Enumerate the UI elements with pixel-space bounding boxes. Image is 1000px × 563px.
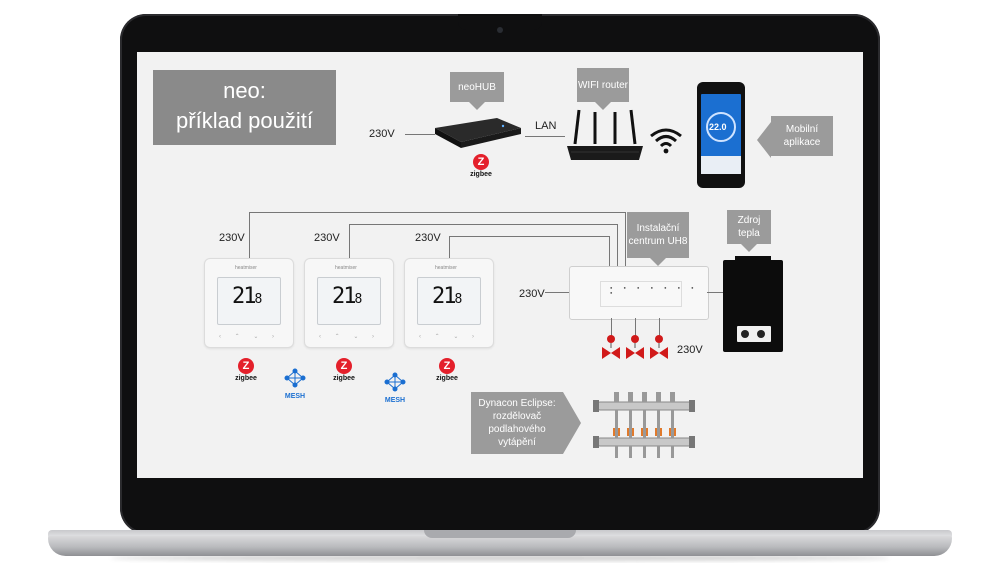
voltage-label-t2: 230V (314, 232, 340, 244)
phone-temp: 22.0 (709, 122, 727, 132)
wifi-icon (650, 128, 682, 154)
camera-icon (497, 27, 503, 33)
heat-source-callout: Zdroj tepla (727, 210, 771, 244)
mesh-icon-1: MESH (275, 368, 315, 400)
thermostat-display: 218 (317, 277, 381, 325)
manifold-device (593, 392, 695, 458)
mobile-callout-arrow (757, 122, 771, 158)
uh8-heatsource-line (707, 292, 723, 293)
valve-line-2 (635, 318, 636, 336)
wire-t1-horizontal (249, 212, 625, 213)
zigbee-icon-t1: Z zigbee (235, 358, 257, 382)
voltage-label-hub: 230V (369, 128, 395, 140)
thermostat-1: heatmiser 218 ‹ ⌃ ⌄ › (204, 258, 294, 348)
zigbee-icon-t3: Z zigbee (436, 358, 458, 382)
thermostat-2: heatmiser 218 ‹ ⌃ ⌄ › (304, 258, 394, 348)
uh8-callout-arrow (650, 258, 666, 266)
uh8-callout: Instalační centrum UH8 (627, 212, 689, 258)
thermostat-temp: 21 (232, 284, 256, 309)
thermostat-display: 218 (417, 277, 481, 325)
voltage-label-t1: 230V (219, 232, 245, 244)
router-callout: WIFI router (577, 68, 629, 102)
voltage-label-t3: 230V (415, 232, 441, 244)
heat-source-callout-arrow (741, 244, 757, 252)
thermostat-temp: 21 (332, 284, 356, 309)
wire-t1-vertical (249, 212, 250, 260)
smartphone-device: 22.0 (697, 82, 745, 188)
phone-dial (706, 112, 736, 142)
lan-line (525, 136, 565, 137)
valve-icon-1 (602, 335, 620, 359)
diagram-screen: neo: příklad použití 230V neoHUB Z zigbe… (137, 52, 863, 478)
valve-icon-2 (626, 335, 644, 359)
uh8-wiring-centre: ● ● ● ● ● ● ● ● (569, 266, 709, 320)
wire-t3-vertical (449, 236, 450, 260)
thermostat-decimal: 8 (454, 292, 463, 307)
laptop-base-groove (424, 530, 576, 538)
lan-label: LAN (535, 120, 557, 132)
zigbee-icon-t2: Z zigbee (333, 358, 355, 382)
voltage-label-uh8: 230V (519, 288, 545, 300)
valve-line-1 (611, 318, 612, 336)
wire-t2-vertical (349, 224, 350, 260)
laptop-base (48, 536, 952, 556)
wire-t3-drop (609, 236, 610, 266)
title-line-2: příklad použití (176, 108, 313, 133)
wire-t3-horizontal (449, 236, 609, 237)
router-callout-arrow (595, 102, 611, 110)
valve-icon-3 (650, 335, 668, 359)
thermostat-temp: 21 (432, 284, 456, 309)
phone-bottom-bar (701, 156, 741, 174)
neohub-callout-arrow (469, 102, 485, 110)
manifold-callout-arrow (563, 392, 581, 454)
mobile-app-callout: Mobilní aplikace (771, 116, 833, 156)
zigbee-icon-hub: Z zigbee (470, 154, 492, 178)
phone-screen: 22.0 (701, 94, 741, 174)
wire-t2-drop (617, 224, 618, 266)
boiler-device (723, 256, 783, 352)
thermostat-decimal: 8 (254, 292, 263, 307)
thermostat-display: 218 (217, 277, 281, 325)
thermostat-3: heatmiser 218 ‹ ⌃ ⌄ › (404, 258, 494, 348)
valve-line-3 (659, 318, 660, 336)
mesh-icon-2: MESH (375, 372, 415, 404)
neohub-device (435, 118, 521, 148)
camera-notch (458, 14, 542, 30)
title-box: neo: příklad použití (153, 70, 336, 145)
wifi-router-device (567, 109, 643, 160)
voltage-label-valves: 230V (677, 344, 703, 356)
laptop-shadow (110, 555, 890, 561)
wire-t1-drop (625, 212, 626, 266)
title-line-1: neo: (223, 78, 266, 103)
wire-t2-horizontal (349, 224, 617, 225)
power-line-hub (405, 134, 435, 135)
uh8-power-line (545, 292, 569, 293)
thermostat-decimal: 8 (354, 292, 363, 307)
manifold-callout: Dynacon Eclipse: rozdělovač podlahového … (471, 392, 563, 454)
neohub-callout: neoHUB (450, 72, 504, 102)
